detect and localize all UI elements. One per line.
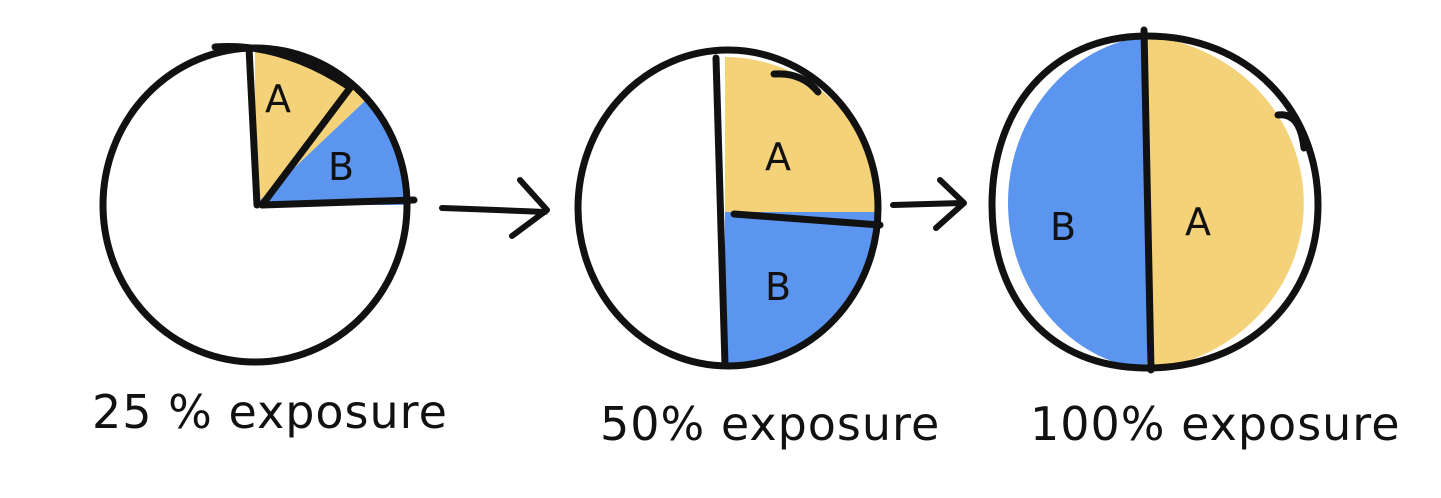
panel-25-percent: A B 25 % exposure	[92, 43, 448, 439]
caption-100: 100% exposure	[1030, 397, 1401, 451]
divider-vertical-50	[712, 54, 729, 369]
tick-mark-100	[1274, 111, 1308, 152]
divider-diagonal-25	[258, 84, 354, 209]
slice-b-label-25: B	[328, 145, 354, 189]
panel-50-percent: A B 50% exposure	[574, 46, 940, 451]
slice-b-25	[255, 98, 408, 205]
caption-50: 50% exposure	[600, 397, 940, 451]
slice-a-label-100: A	[1185, 200, 1211, 244]
tick-mark-50	[770, 70, 822, 96]
slice-b-label-50: B	[765, 265, 791, 309]
slice-a-label-50: A	[765, 135, 791, 179]
slice-b-label-100: B	[1050, 205, 1076, 249]
slice-a-50	[725, 57, 880, 212]
divider-horizontal-25	[258, 196, 418, 209]
caption-25: 25 % exposure	[92, 385, 448, 439]
divider-vertical-100	[1140, 26, 1155, 374]
divider-horizontal-50	[730, 210, 884, 229]
slice-b-100	[1007, 36, 1147, 370]
arrow-right-icon	[890, 177, 967, 231]
top-stroke-25	[211, 43, 352, 90]
arrow-right-icon	[439, 177, 550, 239]
slice-a-label-25: A	[265, 77, 291, 121]
panel-100-percent: B A 100% exposure	[988, 26, 1401, 451]
slice-b-50	[725, 212, 880, 367]
divider-vertical-25	[245, 44, 261, 209]
slice-a-25	[255, 47, 368, 206]
slice-a-100	[1147, 36, 1304, 370]
